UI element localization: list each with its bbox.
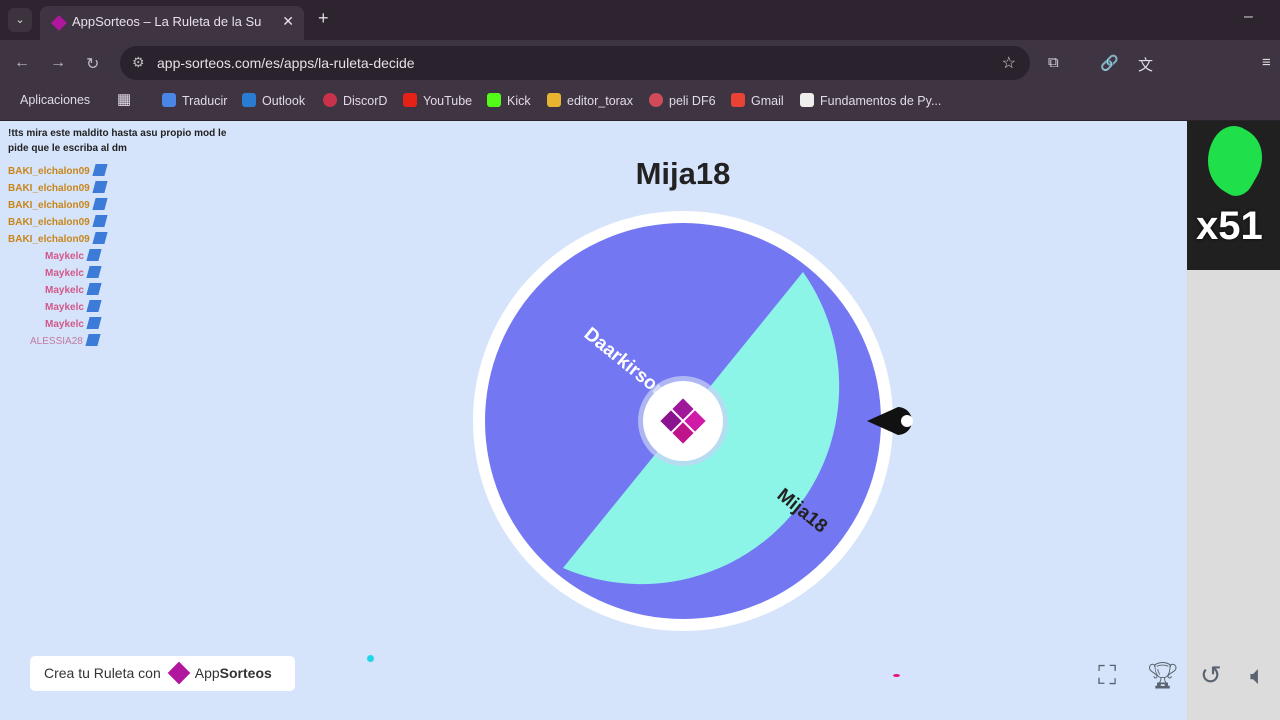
bookmark-star-icon[interactable]: ☆: [1001, 55, 1016, 72]
chat-user: Maykelc: [45, 300, 102, 313]
chat-user: BAKI_elchalon09: [8, 215, 108, 228]
combo-count: x51: [1196, 204, 1263, 248]
tab-active[interactable]: AppSorteos – La Ruleta de la Su ✕: [40, 6, 304, 40]
reset-icon[interactable]: ↺: [1200, 660, 1222, 690]
tab-search-button[interactable]: ⌄: [8, 8, 32, 32]
chat-user: BAKI_elchalon09: [8, 164, 108, 177]
tab-bar: ⌄ AppSorteos – La Ruleta de la Su ✕ + –: [0, 0, 1280, 40]
apps-grid-icon[interactable]: ▦: [117, 91, 132, 108]
bookmark-gmail[interactable]: Gmail: [731, 93, 784, 108]
minimize-button[interactable]: –: [1244, 8, 1253, 25]
wheel-pointer-icon: [867, 407, 913, 435]
url-text: app-sorteos.com/es/apps/la-ruleta-decide: [157, 55, 415, 71]
spin-button[interactable]: [643, 381, 723, 461]
chat-user: Maykelc: [45, 283, 102, 296]
bookmarks-bar: Aplicaciones ▦ Traducir Outlook DiscorD …: [0, 86, 1280, 121]
forward-icon[interactable]: →: [50, 54, 66, 71]
bookmark-kick[interactable]: Kick: [487, 93, 531, 108]
bookmark-peli-df6[interactable]: peli DF6: [649, 93, 716, 108]
new-tab-button[interactable]: +: [318, 8, 329, 28]
media-icon[interactable]: ≡: [1262, 54, 1271, 71]
side-panel-grey: [1187, 270, 1280, 720]
bookmark-discord[interactable]: DiscorD: [323, 93, 387, 108]
emote-combo-overlay: x51: [1192, 118, 1276, 264]
create-roulette-banner[interactable]: Crea tu Ruleta con AppSorteos: [30, 656, 295, 691]
roulette-wheel[interactable]: Daarkirson Mija18: [463, 201, 933, 641]
fullscreen-icon[interactable]: ⛶: [1098, 660, 1117, 690]
tab-title: AppSorteos – La Ruleta de la Su: [72, 14, 262, 29]
back-icon[interactable]: ←: [14, 54, 30, 71]
chat-user: BAKI_elchalon09: [8, 198, 108, 211]
link-icon[interactable]: 🔗: [1100, 55, 1119, 72]
site-info-icon[interactable]: ⚙: [132, 54, 145, 70]
chat-user: ALESSIA28: [30, 334, 101, 347]
chat-user: Maykelc: [45, 266, 102, 279]
translate-icon[interactable]: 文: [1138, 57, 1154, 74]
address-bar[interactable]: ⚙ app-sorteos.com/es/apps/la-ruleta-deci…: [120, 46, 1030, 80]
close-tab-icon[interactable]: ✕: [282, 13, 294, 29]
confetti: [893, 674, 900, 677]
extensions-icon[interactable]: ⧉: [1048, 54, 1059, 71]
sound-icon[interactable]: 🔈︎: [1250, 660, 1266, 690]
bookmark-traducir[interactable]: Traducir: [162, 93, 227, 108]
bookmark-editor-torax[interactable]: editor_torax: [547, 93, 633, 108]
bookmark-fundamentos[interactable]: Fundamentos de Py...: [800, 93, 941, 108]
confetti: [367, 655, 374, 662]
leaf-emote-icon: [1193, 118, 1275, 202]
brand-app: App: [194, 665, 220, 681]
bookmark-outlook[interactable]: Outlook: [242, 93, 305, 108]
brand-sorteos: Sorteos: [219, 665, 272, 681]
reload-icon[interactable]: ↻: [86, 56, 100, 73]
chat-user: BAKI_elchalon09: [8, 232, 108, 245]
chat-user: Maykelc: [45, 249, 102, 262]
bookmark-apps[interactable]: Aplicaciones: [20, 93, 91, 107]
bookmark-youtube[interactable]: YouTube: [403, 93, 472, 108]
appsorteos-favicon-icon: [51, 15, 67, 31]
toolbar: ← → ↻ ⚙ app-sorteos.com/es/apps/la-rulet…: [0, 40, 1280, 86]
appsorteos-logo-icon: [167, 661, 191, 685]
winner-title: Mija18: [635, 156, 731, 191]
chat-message: !tts mira este maldito hasta asu propio …: [8, 128, 227, 154]
chat-user: Maykelc: [45, 317, 102, 330]
appsorteos-logo-icon: [660, 398, 706, 444]
chat-user: BAKI_elchalon09: [8, 181, 108, 194]
trophy-icon[interactable]: 🏆︎: [1146, 660, 1180, 690]
credit-text: Crea tu Ruleta con: [44, 665, 161, 681]
